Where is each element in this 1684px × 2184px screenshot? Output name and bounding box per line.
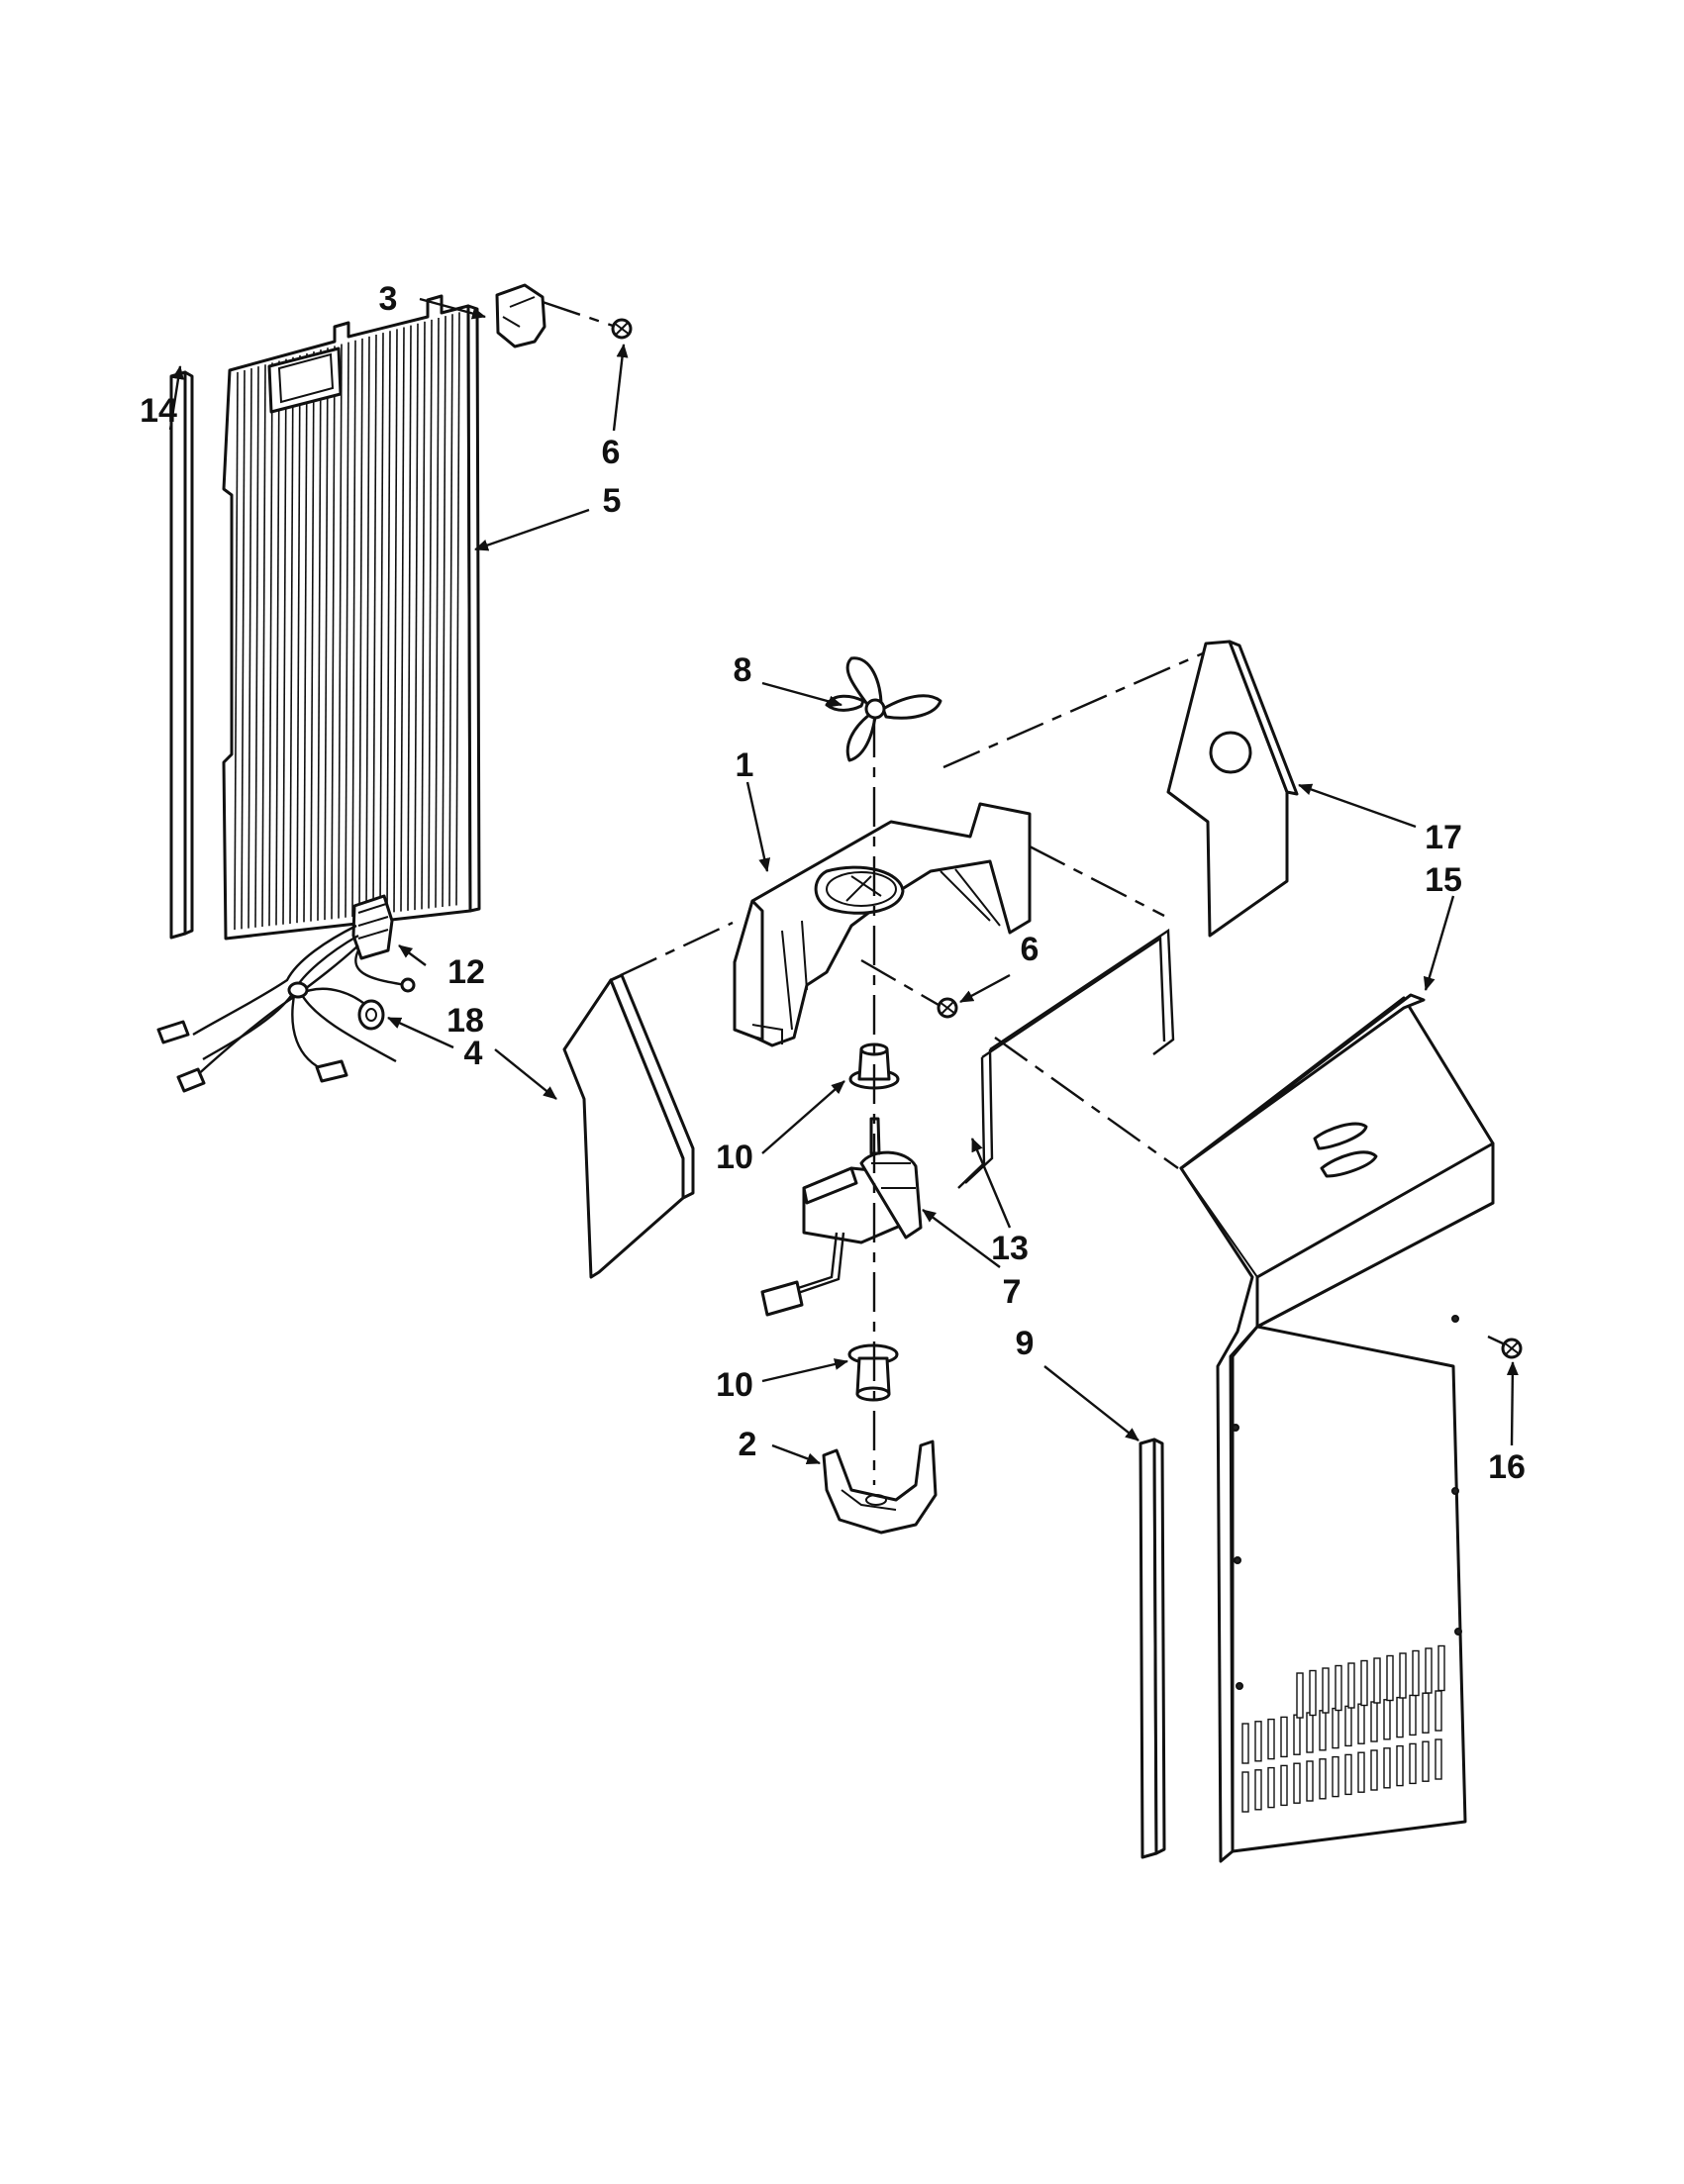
part-4-grommet [357, 999, 385, 1031]
assembly-guide-lines [620, 651, 1204, 1169]
leader-arrows [168, 297, 1519, 1465]
callout-2: 2 [739, 1426, 757, 1463]
part-14-gasket-strip [169, 370, 194, 940]
callout-17: 17 [1425, 819, 1462, 856]
callout-8: 8 [734, 651, 752, 689]
callout-13: 13 [991, 1230, 1029, 1267]
callout-labels: 3 6 5 14 8 1 17 15 12 6 18 4 10 13 7 9 1… [140, 280, 1526, 1486]
part-10-bushing-lower [847, 1343, 899, 1402]
part-15-rear-cover [1179, 993, 1495, 1863]
part-6-screw-middle [860, 958, 958, 1019]
callout-1: 1 [736, 746, 754, 784]
part-9-gasket-strip [1139, 1438, 1166, 1859]
callout-3: 3 [379, 280, 398, 318]
callout-6-top: 6 [602, 434, 621, 471]
callout-6-middle: 6 [1021, 931, 1040, 968]
callout-14: 14 [140, 392, 177, 430]
callout-18: 18 [446, 1002, 484, 1040]
callout-15: 15 [1425, 861, 1462, 899]
part-5-ribbed-panel [222, 294, 481, 941]
callout-4: 4 [464, 1035, 483, 1072]
part-13-wire-clip [957, 928, 1175, 1189]
callout-10-upper: 10 [716, 1139, 753, 1176]
callout-12: 12 [447, 953, 485, 991]
callout-10-lower: 10 [716, 1366, 753, 1404]
part-1-fan-housing [733, 802, 1032, 1047]
part-8-fan-blade [825, 656, 942, 762]
part-3-cap [495, 283, 546, 348]
cover-louvers [1241, 1644, 1445, 1813]
part-6-screw-top [542, 300, 633, 340]
part-17-air-guide-right [1166, 640, 1299, 938]
part-18-air-guide-left [562, 973, 695, 1279]
part-12-wire-harness [156, 894, 416, 1093]
callout-7: 7 [1003, 1273, 1022, 1311]
part-7-fan-motor [760, 1117, 923, 1317]
callout-5: 5 [603, 482, 622, 520]
callout-16: 16 [1488, 1448, 1526, 1486]
part-2-motor-bracket [822, 1439, 938, 1535]
callout-9: 9 [1016, 1325, 1035, 1362]
panel-ribs [234, 312, 460, 931]
part-16-screw [1487, 1335, 1523, 1359]
